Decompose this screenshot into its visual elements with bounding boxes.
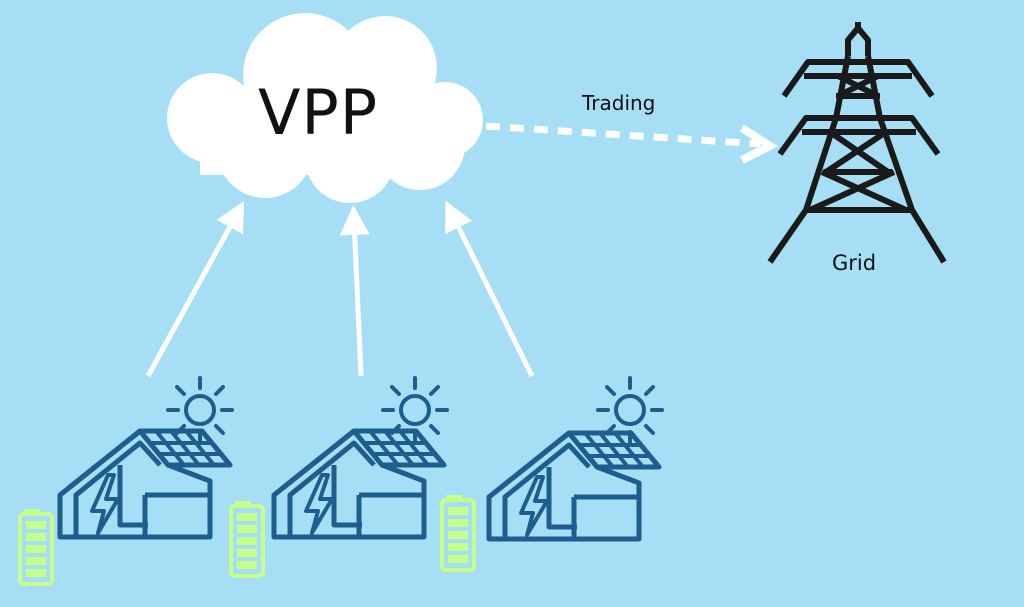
battery-icon [18, 507, 54, 586]
arrow-house-3 [445, 200, 535, 378]
vpp-label: VPP [258, 76, 379, 149]
solar-house-2 [274, 431, 444, 537]
battery-icon [229, 499, 265, 578]
trading-arrow [485, 122, 779, 164]
arrow-house-1 [145, 200, 245, 378]
trading-label: Trading [582, 91, 656, 115]
power-tower-icon [767, 22, 947, 264]
grid-label: Grid [832, 251, 877, 275]
sun-icon [166, 376, 234, 444]
sun-icon [381, 376, 449, 444]
solar-house-1 [60, 431, 230, 537]
upload-arrows [145, 200, 535, 378]
battery-icon [440, 493, 476, 572]
cloud-icon [167, 13, 483, 203]
arrow-house-2 [339, 205, 370, 377]
sun-icon [596, 376, 664, 444]
solar-house-3 [489, 433, 659, 539]
